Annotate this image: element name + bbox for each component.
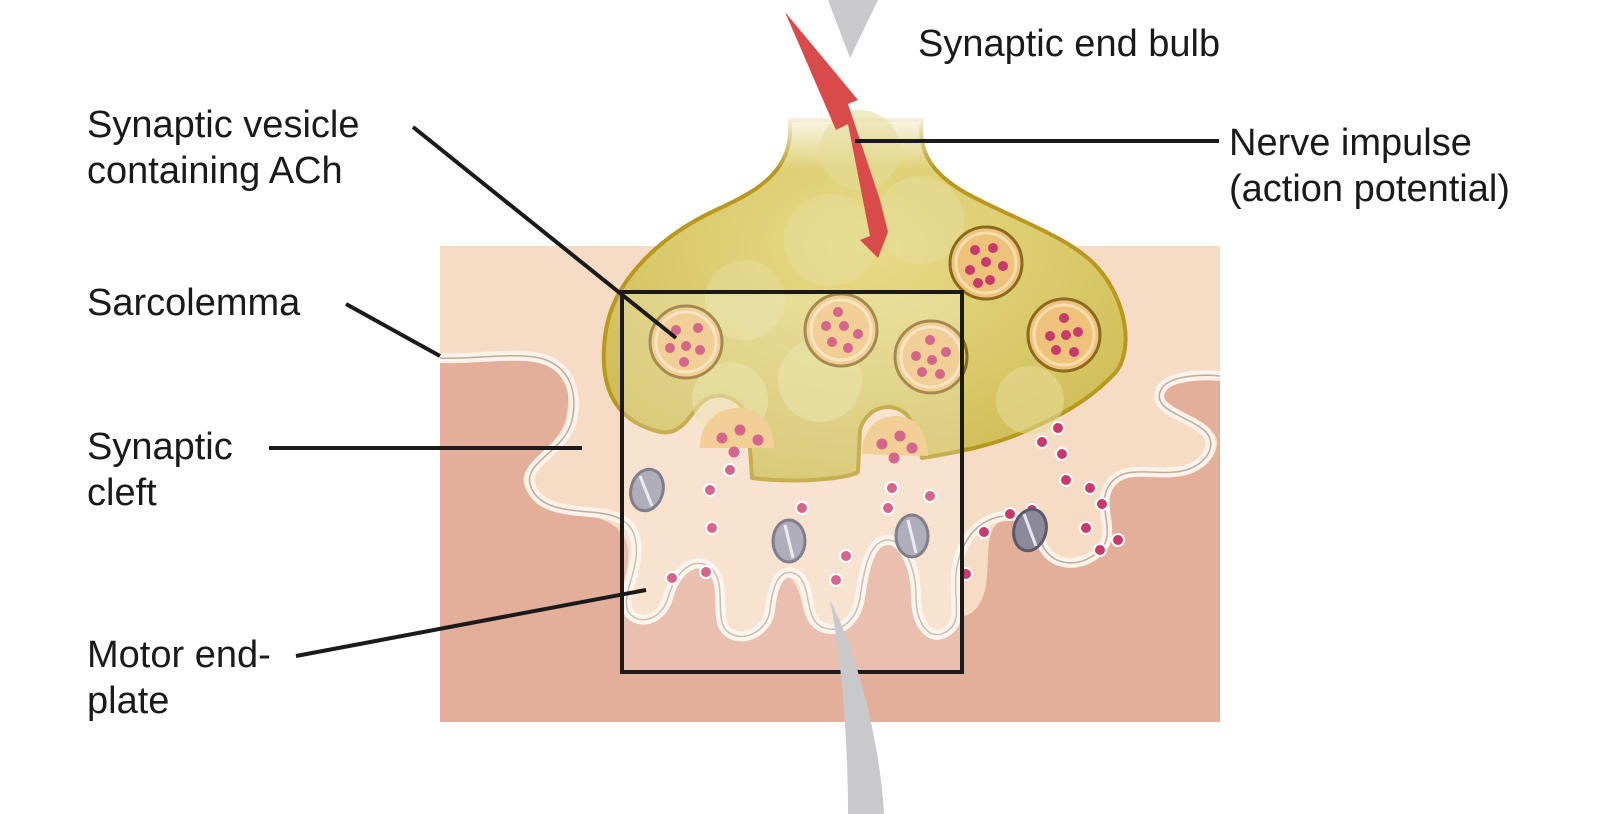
leader-line-motor-end-plate xyxy=(295,588,647,658)
label-synaptic-vesicle-line1: Synaptic vesicle xyxy=(87,104,359,146)
synaptic-vesicle xyxy=(893,319,969,395)
exocytosis-vesicles xyxy=(700,408,928,464)
leader-lines xyxy=(269,125,1219,658)
label-synaptic-cleft-line1: Synaptic xyxy=(87,426,233,468)
ach-receptor xyxy=(894,513,930,559)
synaptic-vesicle xyxy=(948,225,1024,301)
synaptic-vesicle xyxy=(803,292,879,368)
ach-receptor xyxy=(629,467,665,513)
label-synaptic-end-bulb: Synaptic end bulb xyxy=(918,23,1220,65)
ach-receptor xyxy=(771,518,807,564)
leader-line-vesicle xyxy=(411,125,678,340)
ach-receptor xyxy=(1012,507,1048,553)
synaptic-vesicles xyxy=(648,225,1102,395)
magnified-region-box xyxy=(620,290,964,674)
acetylcholine-molecules xyxy=(665,421,1125,587)
ach-receptors xyxy=(629,467,1048,564)
label-synaptic-cleft-line2: cleft xyxy=(87,472,157,514)
axon-top xyxy=(828,0,878,58)
synaptic-vesicle xyxy=(1026,297,1102,373)
synaptic-vesicle xyxy=(648,304,724,380)
label-synaptic-vesicle-line2: containing ACh xyxy=(87,150,343,192)
label-sarcolemma: Sarcolemma xyxy=(87,282,301,324)
zoom-pointer xyxy=(830,600,884,814)
label-nerve-impulse-line1: Nerve impulse xyxy=(1229,122,1472,164)
bulb-texture xyxy=(692,110,1064,438)
label-nerve-impulse-line2: (action potential) xyxy=(1229,168,1510,210)
leader-line-sarcolemma xyxy=(345,302,441,358)
label-motor-end-plate-line1: Motor end- xyxy=(87,634,271,676)
label-motor-end-plate-line2: plate xyxy=(87,680,169,722)
nerve-impulse-arrow xyxy=(785,12,888,258)
